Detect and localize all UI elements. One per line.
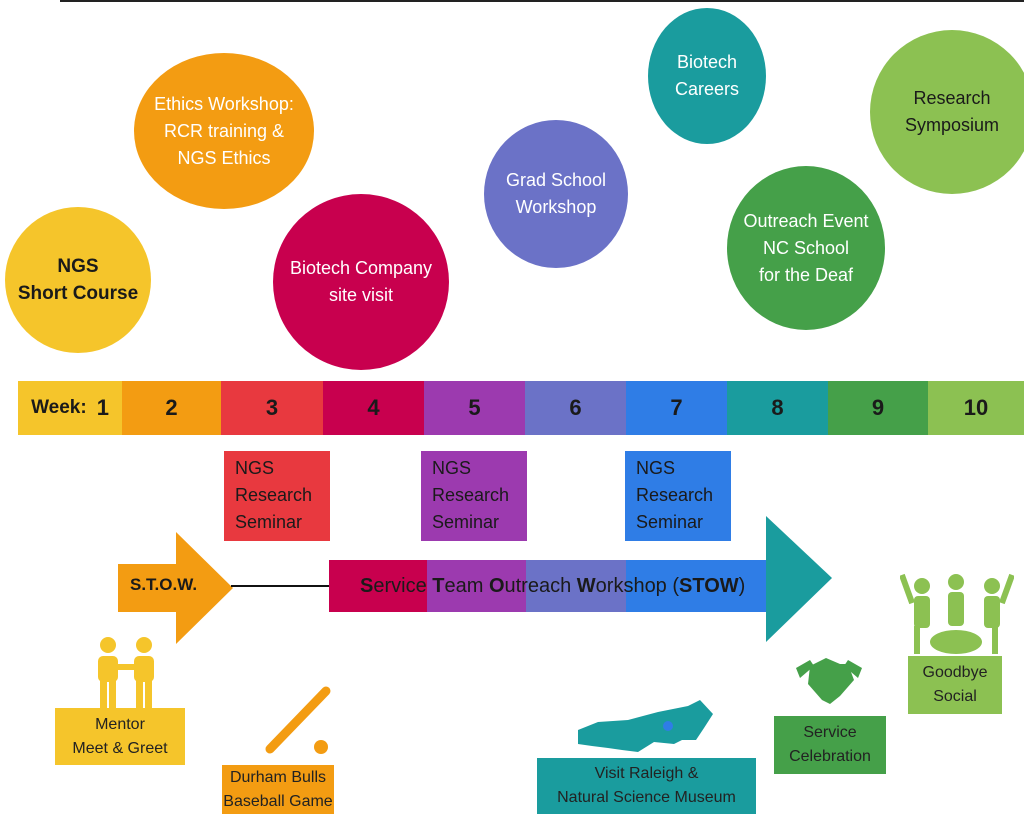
- week-segment-5: 5: [424, 381, 525, 435]
- week-segment-10: 10: [928, 381, 1024, 435]
- week-label: Week:: [31, 397, 87, 418]
- stow-arrow-segment-periwinkle: [526, 560, 626, 612]
- event-circle-research-symposium: Research Symposium: [870, 30, 1024, 194]
- event-circle-biotech-company-visit: Biotech Company site visit: [273, 194, 449, 370]
- stow-short-label: S.T.O.W.: [130, 575, 198, 594]
- week-number: 1: [96, 395, 109, 420]
- stow-long-label: Service Team Outreach Workshop (STOW): [360, 575, 746, 597]
- nc-map-icon: [578, 700, 713, 752]
- activity-mentor-meet-greet: Mentor Meet & Greet: [55, 708, 185, 765]
- week-segment-3: 3: [221, 381, 323, 435]
- event-circle-outreach-event: Outreach Event NC School for the Deaf: [727, 166, 885, 330]
- week-number: 4: [367, 395, 380, 420]
- week-segment-6: 6: [525, 381, 626, 435]
- stow-connector-line: [231, 585, 331, 587]
- seminar-box-week-5: NGS Research Seminar: [421, 451, 527, 541]
- week-segment-8: 8: [727, 381, 828, 435]
- event-circle-ngs-short-course: NGS Short Course: [5, 207, 151, 353]
- handshake-icon: [796, 658, 862, 704]
- stow-arrow-segment-purple: [427, 560, 526, 612]
- group-celebration-icon: [900, 573, 1014, 654]
- week-number: 6: [569, 395, 582, 420]
- event-circle-grad-school-workshop: Grad School Workshop: [484, 120, 628, 268]
- activity-visit-raleigh: Visit Raleigh & Natural Science Museum: [537, 758, 756, 814]
- baseball-icon: [265, 686, 331, 754]
- week-number: 3: [265, 395, 279, 420]
- week-number: 9: [871, 395, 885, 420]
- stow-short-arrow: [118, 532, 233, 644]
- mentors-icon: [98, 637, 154, 708]
- event-circle-biotech-careers: Biotech Careers: [648, 8, 766, 144]
- week-number: 10: [963, 395, 989, 420]
- stow-arrow-segment-blue: [626, 560, 768, 612]
- activity-durham-bulls: Durham Bulls Baseball Game: [222, 765, 334, 814]
- week-segment-2: 2: [122, 381, 221, 435]
- activity-goodbye-social: Goodbye Social: [908, 656, 1002, 714]
- seminar-box-week-3: NGS Research Seminar: [224, 451, 330, 541]
- week-segment-1: Week: 1: [18, 381, 122, 435]
- stow-arrow-head: [766, 516, 832, 642]
- week-segment-4: 4: [323, 381, 424, 435]
- week-number: 2: [165, 395, 178, 420]
- week-segment-7: 7: [626, 381, 727, 435]
- week-segment-9: 9: [828, 381, 928, 435]
- top-rule: [60, 0, 1024, 2]
- event-circle-ethics-workshop: Ethics Workshop: RCR training & NGS Ethi…: [134, 53, 314, 209]
- activity-service-celebration: Service Celebration: [774, 716, 886, 774]
- week-number: 7: [670, 395, 683, 420]
- week-number: 5: [468, 395, 481, 420]
- seminar-box-week-7: NGS Research Seminar: [625, 451, 731, 541]
- week-number: 8: [771, 395, 784, 420]
- stow-arrow-segment-crimson: [329, 560, 427, 612]
